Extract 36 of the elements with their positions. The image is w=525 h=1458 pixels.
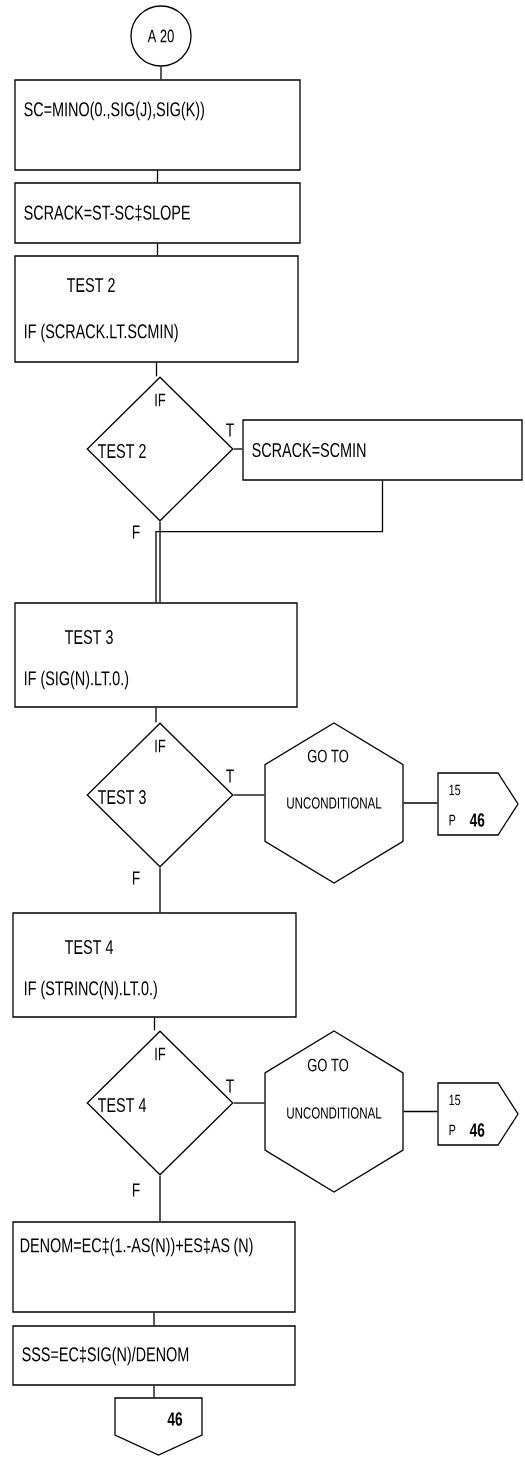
connector-line [160, 66, 162, 80]
connector-line [233, 794, 265, 796]
hexagon-box: GO TO UNCONDITIONAL [264, 722, 404, 884]
edge-label: F [130, 524, 142, 540]
off-page-connector: 46 [114, 1397, 203, 1456]
process-box: SC=MINO(0.,SIG(J),SIG(K)) [14, 79, 301, 171]
off-page-connector: 15 P 46 [437, 1082, 519, 1146]
edge-label: F [130, 1182, 142, 1198]
process-box: TEST 4 IF (STRINC(N).LT.0.) [12, 912, 297, 1018]
edge-label: T [224, 1078, 236, 1094]
process-box: TEST 2 IF (SCRACK.LT.SCMIN) [14, 255, 299, 363]
connector-line [156, 170, 159, 183]
process-box: TEST 3 IF (SIG(N).LT.0.) [14, 602, 298, 708]
edge-label: T [224, 422, 236, 438]
connector-line [155, 362, 158, 377]
off-page-connector: 15 P 46 [437, 772, 519, 836]
connector-line [233, 1102, 265, 1104]
connector-line [159, 867, 161, 913]
connector-line [153, 1017, 156, 1031]
connector-line [155, 707, 157, 723]
connector-line [403, 802, 438, 804]
process-box: DENOM=EC‡(1.-AS(N))+ES‡AS (N) [12, 1221, 296, 1313]
process-box: SSS=EC‡SIG(N)/DENOM [12, 1325, 296, 1386]
connector-line [155, 480, 384, 603]
connector-line [159, 1175, 161, 1222]
connector-line [233, 448, 243, 450]
connector-line [403, 1110, 438, 1113]
connector-line [153, 1312, 155, 1326]
hexagon-box: GO TO UNCONDITIONAL [264, 1030, 404, 1193]
connector-line [153, 1385, 155, 1398]
process-box: SCRACK=SCMIN [242, 419, 523, 481]
edge-label: F [130, 870, 142, 886]
edge-label: T [224, 768, 236, 784]
connector-line [159, 521, 161, 603]
process-box: SCRACK=ST-SC‡SLOPE [14, 182, 301, 244]
connector-line [156, 243, 159, 256]
